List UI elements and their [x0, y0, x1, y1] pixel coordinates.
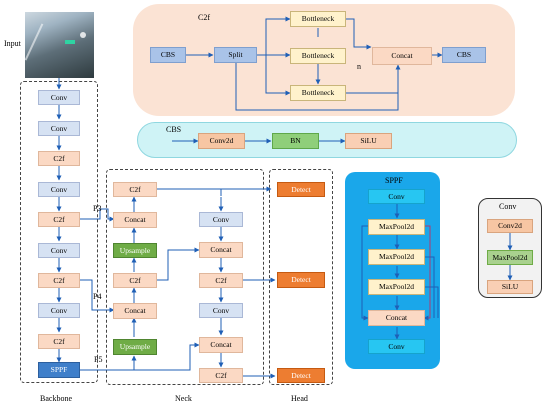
c2f-concat-block: Concat: [372, 47, 432, 65]
neck-right-block-3: C2f: [199, 273, 243, 288]
backbone-block-9: C2f: [38, 334, 80, 349]
input-label: Input: [4, 39, 21, 48]
backbone-block-1: Conv: [38, 90, 80, 105]
sppf-module-panel: [345, 172, 440, 369]
neck-left-block-2: Concat: [113, 212, 157, 228]
c2f-cbs-in-block: CBS: [150, 47, 186, 63]
neck-right-block-5: Concat: [199, 337, 243, 353]
neck-right-block-4: Conv: [199, 303, 243, 318]
backbone-column-label: Backbone: [40, 394, 72, 403]
sppf-module-title: SPPF: [385, 176, 403, 185]
neck-column-label: Neck: [175, 394, 192, 403]
backbone-block-6: Conv: [38, 243, 80, 258]
c2f-n-label: n: [357, 62, 361, 71]
c2f-bottleneck-block-3: Bottleneck: [290, 85, 346, 101]
c2f-module-title: C2f: [198, 13, 210, 22]
cbs-module-title: CBS: [166, 125, 182, 134]
neck-left-block-4: C2f: [113, 273, 157, 288]
sppf-maxpool-block-1: MaxPool2d: [368, 219, 425, 235]
backbone-block-2: Conv: [38, 121, 80, 136]
backbone-block-7: C2f: [38, 273, 80, 288]
backbone-block-8: Conv: [38, 303, 80, 318]
neck-left-block-5: Concat: [113, 303, 157, 319]
neck-right-block-1: Conv: [199, 212, 243, 227]
cbs-conv2d-block: Conv2d: [198, 133, 245, 149]
tap-label-p4: P4: [93, 292, 102, 301]
conv-module-title: Conv: [499, 202, 517, 211]
c2f-bottleneck-block-2: Bottleneck: [290, 48, 346, 64]
head-detect-block-2: Detect: [277, 272, 325, 288]
backbone-sppf-block: SPPF: [38, 362, 80, 378]
c2f-bottleneck-block-1: Bottleneck: [290, 11, 346, 27]
backbone-block-5: C2f: [38, 212, 80, 227]
head-frame: [269, 169, 333, 385]
neck-right-block-2: Concat: [199, 242, 243, 258]
sppf-conv-in-block: Conv: [368, 189, 425, 204]
sppf-maxpool-block-3: MaxPool2d: [368, 279, 425, 295]
input-image: [25, 12, 94, 78]
sppf-conv-out-block: Conv: [368, 339, 425, 354]
neck-right-block-6: C2f: [199, 368, 243, 383]
sppf-concat-block: Concat: [368, 310, 425, 326]
head-detect-block-3: Detect: [277, 368, 325, 383]
neck-left-block-6: Upsample: [113, 339, 157, 355]
neck-frame: [106, 169, 264, 385]
neck-left-block-3: Upsample: [113, 243, 157, 258]
cbs-bn-block: BN: [272, 133, 319, 149]
neck-left-block-1: C2f: [113, 182, 157, 197]
backbone-block-3: C2f: [38, 151, 80, 166]
backbone-block-4: Conv: [38, 182, 80, 197]
head-detect-block-1: Detect: [277, 182, 325, 197]
cbs-silu-block: SiLU: [345, 133, 392, 149]
conv-silu-block: SiLU: [487, 280, 533, 294]
sppf-maxpool-block-2: MaxPool2d: [368, 249, 425, 265]
c2f-split-block: Split: [214, 47, 257, 63]
tap-label-p3: P3: [93, 204, 102, 213]
c2f-cbs-out-block: CBS: [442, 47, 486, 63]
head-column-label: Head: [291, 394, 308, 403]
conv-conv2d-block: Conv2d: [487, 219, 533, 233]
tap-label-p5: P5: [94, 355, 103, 364]
conv-maxpool2d-block: MaxPool2d: [487, 250, 533, 265]
